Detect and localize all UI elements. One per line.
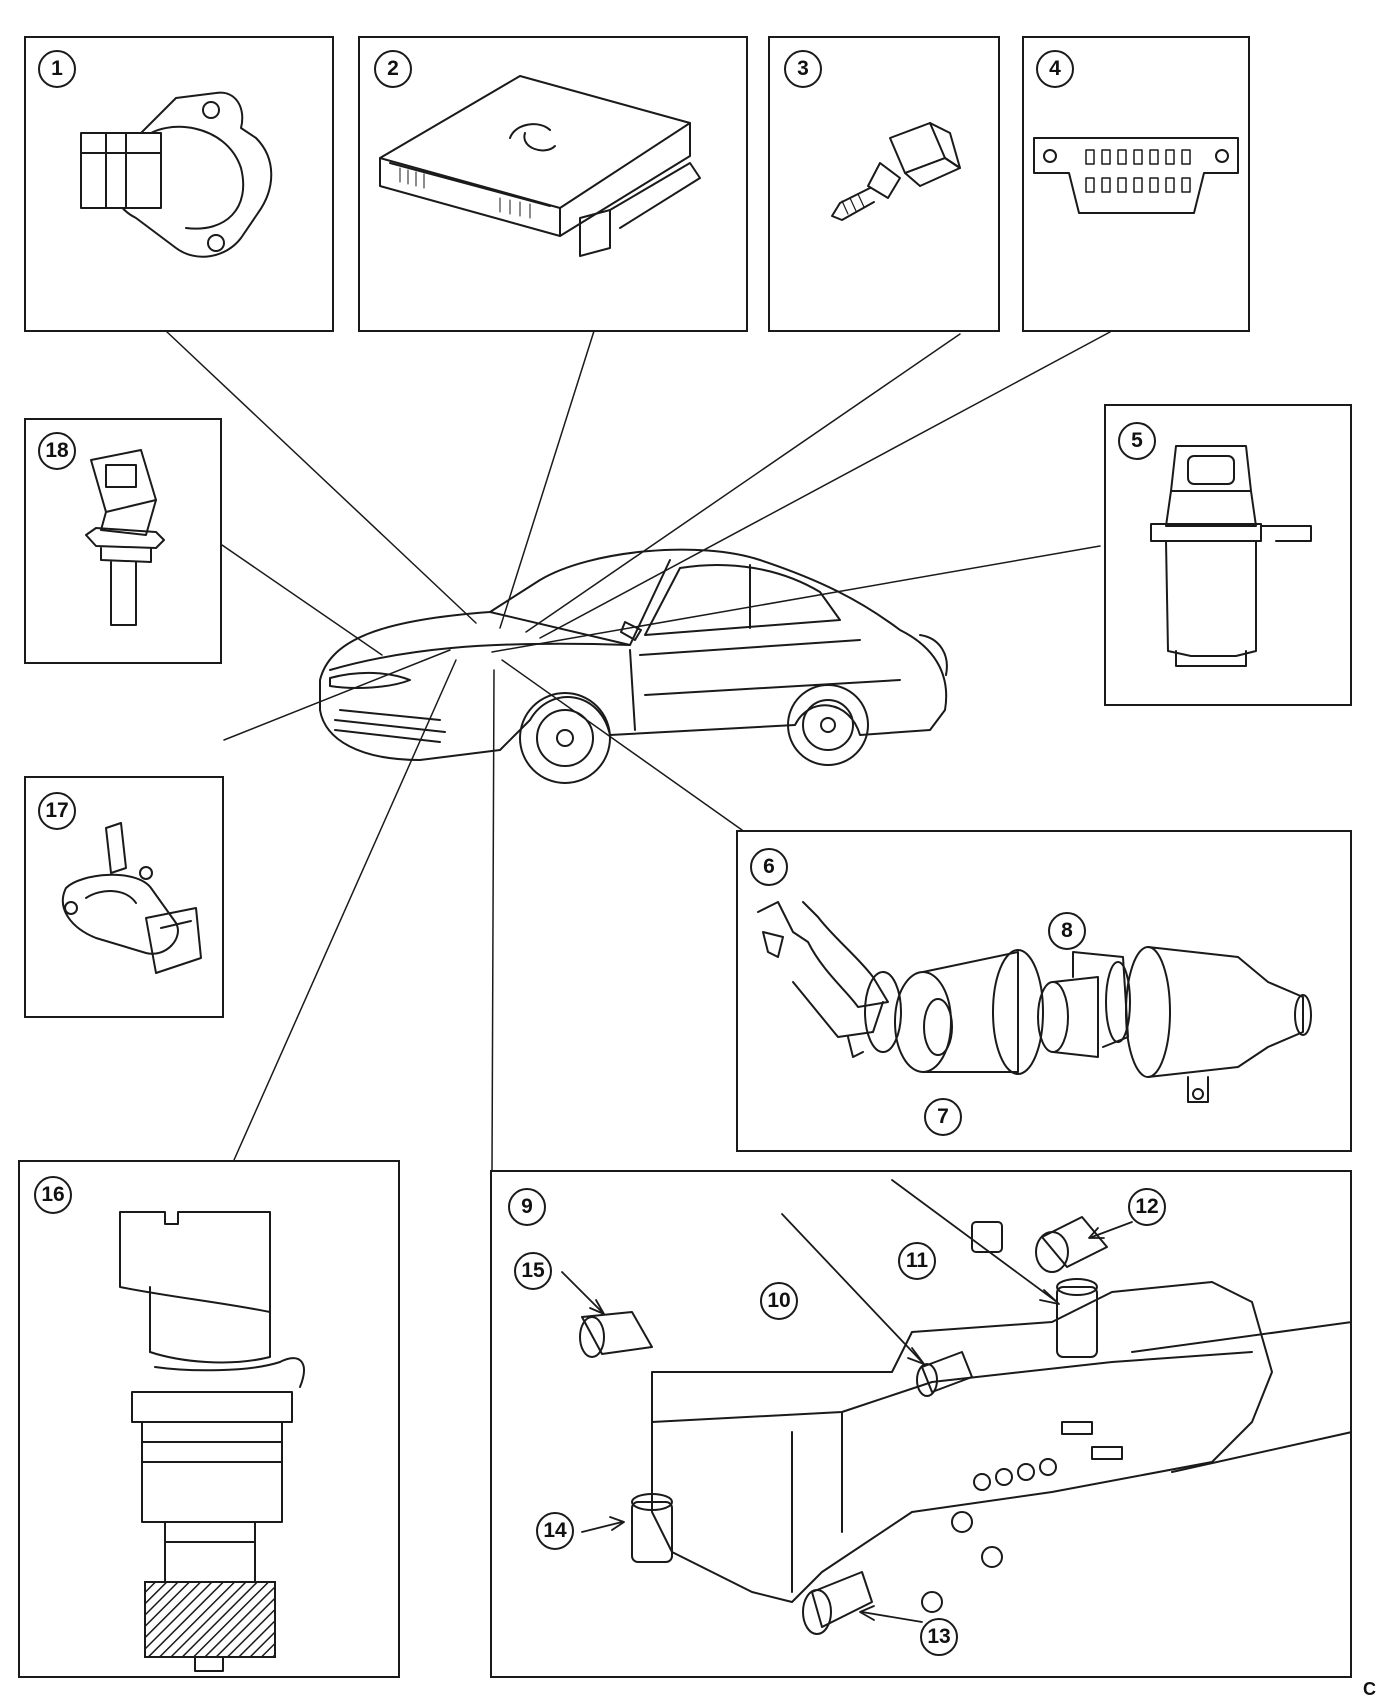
vehicle-illustration: [300, 520, 960, 830]
control-module-drawing: [379, 75, 701, 257]
valve-body-drawing: [561, 1179, 1350, 1635]
speed-sensor-drawing: [119, 1211, 305, 1672]
panel-position-sensor: 17: [24, 776, 224, 1018]
callout-14: 14: [536, 1512, 574, 1550]
callout-2: 2: [374, 50, 412, 88]
callout-1: 1: [38, 50, 76, 88]
callout-9: 9: [508, 1188, 546, 1226]
callout-13: 13: [920, 1618, 958, 1656]
callout-10: 10: [760, 1282, 798, 1320]
callout-17: 17: [38, 792, 76, 830]
figure-code: C: [1363, 1679, 1376, 1699]
callout-4: 4: [1036, 50, 1074, 88]
threaded-sensor-drawing: [831, 122, 961, 221]
panel-throttle-position-sensor: 1: [24, 36, 334, 332]
actuator-drawing: [1150, 445, 1312, 667]
panel-actuator: 5: [1104, 404, 1352, 706]
panel-air-intake: 6 7 8: [736, 830, 1352, 1152]
temperature-sensor-drawing: [85, 449, 165, 626]
callout-5: 5: [1118, 422, 1156, 460]
panel-control-module: 2: [358, 36, 748, 332]
panel-valve-body: 9 15 10 11 12 14 13: [490, 1170, 1352, 1678]
callout-6: 6: [750, 848, 788, 886]
callout-8: 8: [1048, 912, 1086, 950]
panel-connector: 4: [1022, 36, 1250, 332]
callout-16: 16: [34, 1176, 72, 1214]
callout-11: 11: [898, 1242, 936, 1280]
callout-15: 15: [514, 1252, 552, 1290]
callout-12: 12: [1128, 1188, 1166, 1226]
air-intake-drawing: [757, 901, 1312, 1103]
callout-18: 18: [38, 432, 76, 470]
panel-threaded-sensor: 3: [768, 36, 1000, 332]
position-sensor-drawing: [61, 822, 202, 974]
connector-drawing: [1033, 137, 1239, 214]
callout-7: 7: [924, 1098, 962, 1136]
callout-3: 3: [784, 50, 822, 88]
panel-speed-sensor: 16: [18, 1160, 400, 1678]
panel-temperature-sensor: 18: [24, 418, 222, 664]
throttle-position-sensor-drawing: [80, 91, 273, 258]
